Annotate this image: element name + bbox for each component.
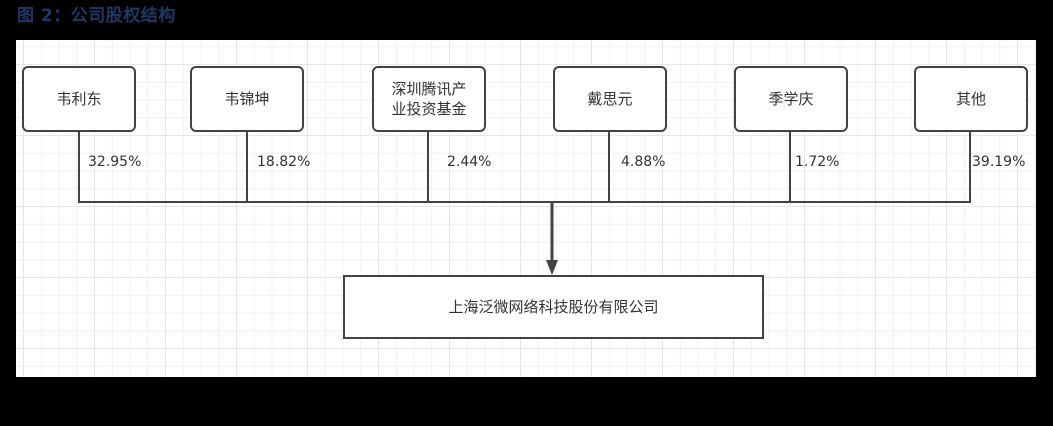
ownership-percent: 39.19% xyxy=(972,154,1026,170)
company-box[interactable]: 上海泛微网络科技股份有限公司 xyxy=(343,275,764,339)
shareholder-box[interactable]: 其他 xyxy=(914,66,1028,132)
ownership-percent: 1.72% xyxy=(795,154,840,170)
company-name: 上海泛微网络科技股份有限公司 xyxy=(448,298,659,316)
shareholder-box[interactable]: 戴思元 xyxy=(553,66,667,132)
ownership-percent: 4.88% xyxy=(621,154,666,170)
shareholder-box[interactable]: 韦锦坤 xyxy=(190,66,304,132)
ownership-percent: 18.82% xyxy=(257,154,311,170)
shareholder-name: 韦利东 xyxy=(56,90,102,108)
shareholder-name: 戴思元 xyxy=(587,90,633,108)
shareholder-box[interactable]: 深圳腾讯产 业投资基金 xyxy=(372,66,486,132)
shareholder-name: 其他 xyxy=(955,90,986,108)
arrow-head-icon xyxy=(546,260,558,275)
ownership-percent: 32.95% xyxy=(88,154,142,170)
shareholder-name-line-1: 深圳腾讯产 xyxy=(391,80,467,98)
shareholder-box[interactable]: 季学庆 xyxy=(734,66,848,132)
connector-lines xyxy=(78,131,971,275)
shareholder-box[interactable]: 韦利东 xyxy=(22,66,136,132)
shareholder-name: 韦锦坤 xyxy=(224,90,270,108)
figure-title: 图 2：公司股权结构 xyxy=(17,6,176,26)
ownership-percent: 2.44% xyxy=(447,154,492,170)
shareholder-name-line-2: 业投资基金 xyxy=(391,100,467,118)
shareholder-name: 季学庆 xyxy=(768,90,814,108)
diagram-canvas: 韦利东 韦锦坤 深圳腾讯产 业投资基金 戴思元 季学庆 其他 32.95% 18… xyxy=(16,40,1036,377)
